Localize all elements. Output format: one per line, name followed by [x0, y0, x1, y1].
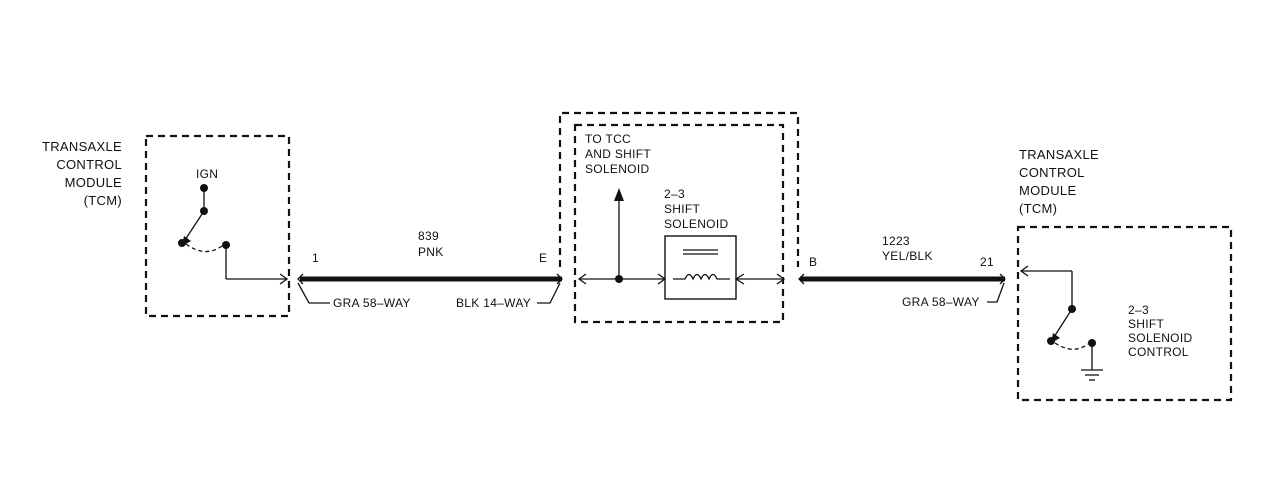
control-label-line-1: 2–3	[1128, 303, 1149, 317]
leader-gra-58	[297, 282, 330, 304]
control-label-line-3: SOLENOID	[1128, 331, 1192, 345]
control-switch-blade	[1053, 308, 1073, 338]
control-switch-linkage	[1054, 342, 1089, 350]
right-tcm-title-line-3: MODULE	[1019, 183, 1076, 198]
switch-blade	[184, 210, 205, 241]
left-tcm-title-line-4: (TCM)	[84, 193, 122, 208]
inner-component-box	[573, 123, 785, 324]
pin-e-label: E	[539, 251, 547, 265]
solenoid-name-line-2: SHIFT	[664, 202, 701, 216]
wire-1223-circuit: 1223	[882, 234, 910, 248]
control-label-line-2: SHIFT	[1128, 317, 1165, 331]
connector-21-end	[999, 273, 1006, 285]
pin-b-label: B	[809, 255, 817, 269]
solenoid-input-arrow	[577, 273, 587, 285]
right-tcm-box	[1016, 225, 1233, 402]
left-tcm-title-line-2: CONTROL	[56, 157, 122, 172]
ign-label: IGN	[196, 167, 218, 181]
left-tcm: TRANSAXLE CONTROL MODULE (TCM) IGN	[42, 134, 291, 318]
control-contact-left	[1047, 337, 1055, 345]
ground-icon	[1081, 369, 1103, 381]
left-tcm-title-line-3: MODULE	[65, 175, 122, 190]
connector-gra-58-right-label: GRA 58–WAY	[902, 295, 980, 309]
leader-gra-58-right	[987, 282, 1005, 303]
left-tcm-box	[144, 134, 291, 318]
output-arrow	[279, 273, 289, 285]
pin-21-label: 21	[980, 255, 994, 269]
right-tcm: TRANSAXLE CONTROL MODULE (TCM) 2–3 SHIFT…	[1016, 147, 1233, 402]
connector-gra-58-label: GRA 58–WAY	[333, 296, 411, 310]
wire-1223-color: YEL/BLK	[882, 249, 933, 263]
solenoid-symbol-box	[664, 235, 737, 300]
wire-839-color: PNK	[418, 245, 444, 259]
connector-blk-14-label: BLK 14–WAY	[456, 296, 531, 310]
connector-b-end	[798, 273, 805, 285]
switch-contact-left	[178, 239, 186, 247]
solenoid-coil	[673, 273, 730, 281]
tcc-note-line-1: TO TCC	[585, 132, 631, 146]
tcc-branch-arrow	[614, 188, 624, 201]
tcc-note-line-3: SOLENOID	[585, 162, 649, 176]
outer-component-box	[558, 111, 800, 267]
wire-1223: B 21 1223 YEL/BLK GRA 58–WAY	[798, 234, 1006, 309]
leader-blk-14	[537, 282, 561, 304]
solenoid-assembly: TO TCC AND SHIFT SOLENOID 2–3 SHIFT SOLE…	[558, 111, 800, 324]
connector-e-end	[556, 273, 563, 285]
pin-1-label: 1	[312, 251, 319, 265]
right-tcm-title-line-2: CONTROL	[1019, 165, 1085, 180]
ign-terminal	[200, 184, 208, 192]
switch-linkage	[185, 243, 223, 253]
tcc-note-line-2: AND SHIFT	[585, 147, 651, 161]
wire-839: 1 E 839 PNK GRA 58–WAY BLK 14–WAY	[297, 229, 563, 310]
control-input-arrow	[1019, 265, 1029, 277]
left-tcm-title-line-1: TRANSAXLE	[42, 139, 122, 154]
solenoid-output-arrow	[734, 273, 745, 285]
solenoid-name-line-1: 2–3	[664, 187, 685, 201]
right-tcm-title-line-1: TRANSAXLE	[1019, 147, 1099, 162]
solenoid-exit-arrow	[776, 273, 786, 285]
solenoid-name-line-3: SOLENOID	[664, 217, 728, 231]
wire-839-circuit: 839	[418, 229, 439, 243]
right-tcm-title-line-4: (TCM)	[1019, 201, 1057, 216]
control-label-line-4: CONTROL	[1128, 345, 1189, 359]
connector-left-end	[297, 273, 304, 285]
